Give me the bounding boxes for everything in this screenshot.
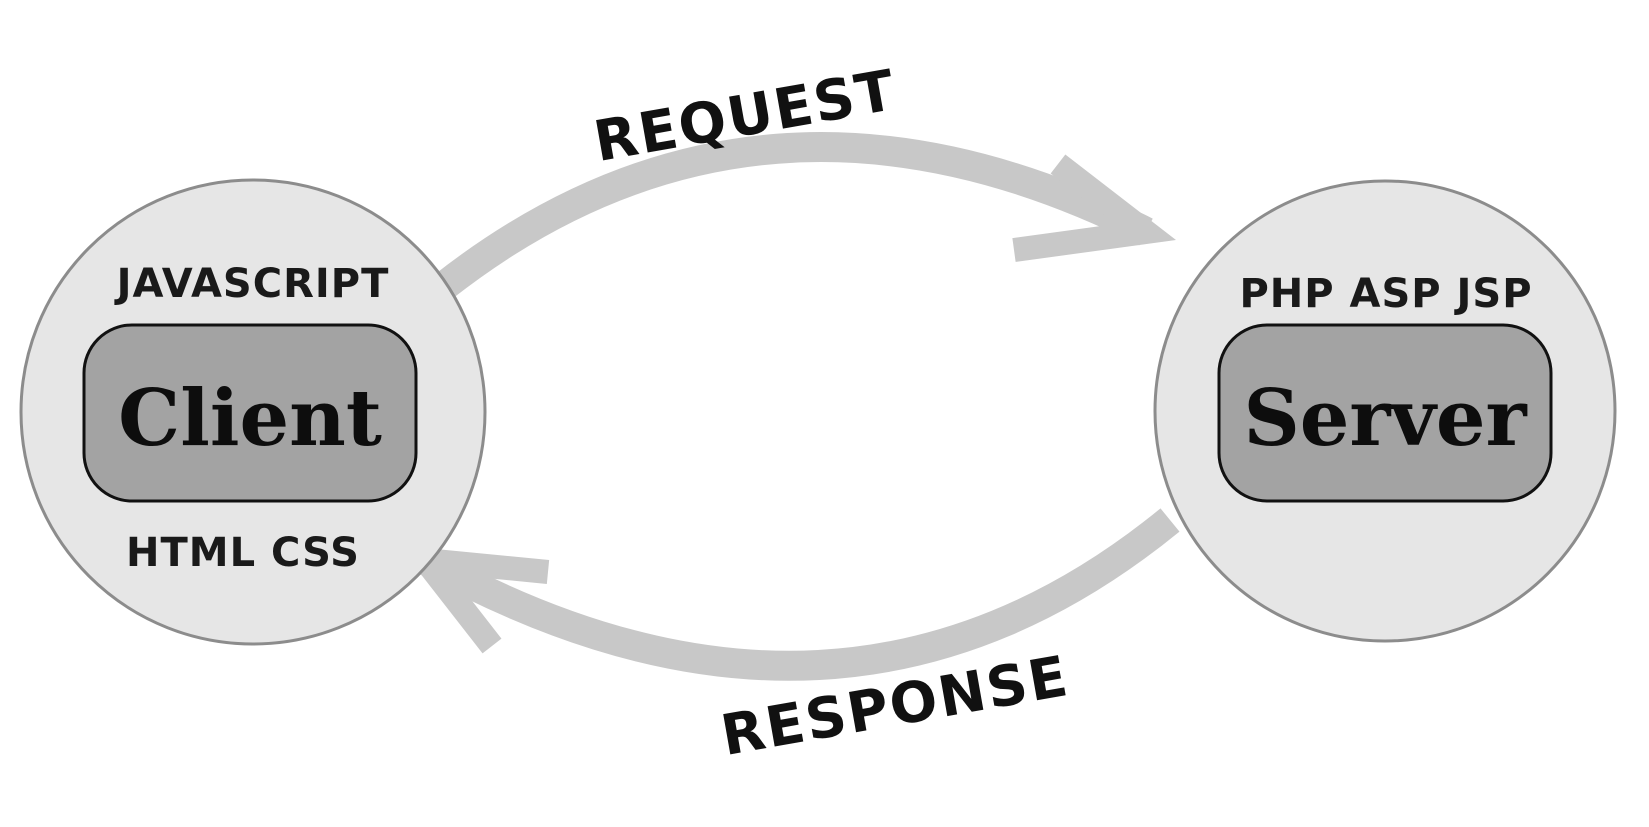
request-arrow [433,132,1177,299]
client-node: JAVASCRIPT Client HTML CSS [19,178,487,646]
server-top-label: PHP ASP JSP [1239,271,1532,317]
server-node: PHP ASP JSP Server [1153,179,1617,643]
client-bottom-label: HTML CSS [126,530,360,576]
server-box-label: Server [1243,373,1527,464]
client-box-label: Client [118,373,382,464]
server-box [1217,323,1553,503]
client-box [82,323,418,503]
client-top-label: JAVASCRIPT [114,261,390,307]
